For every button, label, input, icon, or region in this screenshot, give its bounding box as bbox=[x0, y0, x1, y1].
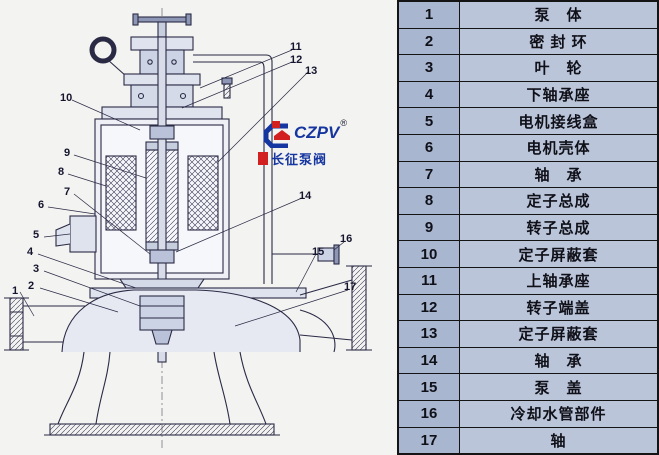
czpv-logo-icon bbox=[263, 121, 290, 148]
parts-table-row: 9 转子总成 bbox=[399, 214, 657, 242]
parts-table: 1 泵 体 2 密 封 环 3 叶 轮 4 下轴承座 5 电机接线盒 6 电机壳… bbox=[397, 0, 659, 455]
callout-4: 4 bbox=[27, 246, 34, 258]
parts-table-row: 7 轴 承 bbox=[399, 161, 657, 189]
parts-table-row: 13 定子屏蔽套 bbox=[399, 321, 657, 348]
parts-table-row: 1 泵 体 bbox=[399, 2, 657, 29]
part-name: 泵 体 bbox=[460, 2, 657, 28]
registered-trademark-symbol: ® bbox=[340, 118, 347, 128]
part-name: 电机壳体 bbox=[460, 134, 657, 161]
parts-table-row: 2 密 封 环 bbox=[399, 28, 657, 56]
parts-table-row: 15 泵 盖 bbox=[399, 374, 657, 401]
part-name: 轴 承 bbox=[460, 161, 657, 188]
part-number: 13 bbox=[399, 321, 460, 347]
parts-table-row: 5 电机接线盒 bbox=[399, 108, 657, 135]
callout-12: 12 bbox=[290, 54, 303, 66]
callout-15: 15 bbox=[312, 246, 325, 258]
part-number: 9 bbox=[399, 214, 460, 241]
callout-14: 14 bbox=[299, 190, 312, 202]
logo-chinese-name: 长征泵阀 bbox=[271, 152, 328, 167]
part-name: 转子端盖 bbox=[460, 294, 657, 321]
part-number: 10 bbox=[399, 241, 460, 267]
part-name: 转子总成 bbox=[460, 214, 657, 241]
part-number: 8 bbox=[399, 188, 460, 214]
callout-5: 5 bbox=[33, 229, 40, 241]
parts-table-row: 3 叶 轮 bbox=[399, 55, 657, 82]
parts-table-row: 14 轴 承 bbox=[399, 347, 657, 375]
part-number: 14 bbox=[399, 347, 460, 374]
part-number: 5 bbox=[399, 108, 460, 134]
part-name: 轴 bbox=[460, 427, 657, 454]
parts-table-row: 8 定子总成 bbox=[399, 188, 657, 215]
part-number: 1 bbox=[399, 2, 460, 28]
part-name: 冷却水管部件 bbox=[460, 400, 657, 427]
logo-bottom-row: 长征泵阀 bbox=[258, 149, 348, 168]
pump-diagram: 1 2 3 4 5 6 7 8 9 10 11 12 13 14 15 16 1… bbox=[4, 8, 372, 448]
part-name: 上轴承座 bbox=[460, 267, 657, 294]
part-number: 3 bbox=[399, 55, 460, 81]
parts-table-row: 6 电机壳体 bbox=[399, 134, 657, 162]
part-name: 下轴承座 bbox=[460, 81, 657, 108]
red-seal-stamp bbox=[258, 152, 268, 165]
part-name: 定子屏蔽套 bbox=[460, 241, 657, 267]
part-name: 泵 盖 bbox=[460, 374, 657, 400]
callout-7: 7 bbox=[64, 186, 71, 198]
part-number: 17 bbox=[399, 427, 460, 454]
pump-cross-section-drawing bbox=[4, 8, 372, 448]
part-number: 15 bbox=[399, 374, 460, 400]
callout-13: 13 bbox=[305, 65, 318, 77]
parts-table-row: 16 冷却水管部件 bbox=[399, 400, 657, 428]
part-number: 4 bbox=[399, 81, 460, 108]
parts-table-row: 10 定子屏蔽套 bbox=[399, 241, 657, 268]
part-name: 定子屏蔽套 bbox=[460, 321, 657, 347]
part-number: 11 bbox=[399, 267, 460, 294]
callout-10: 10 bbox=[60, 92, 73, 104]
part-number: 6 bbox=[399, 134, 460, 161]
part-number: 7 bbox=[399, 161, 460, 188]
callout-6: 6 bbox=[38, 199, 45, 211]
callout-1: 1 bbox=[12, 285, 19, 297]
callout-11: 11 bbox=[290, 41, 302, 53]
logo-brand-text: CZPV bbox=[294, 123, 340, 142]
callout-2: 2 bbox=[28, 280, 35, 292]
parts-table-row: 4 下轴承座 bbox=[399, 81, 657, 109]
callout-17: 17 bbox=[344, 281, 357, 293]
callout-16: 16 bbox=[340, 233, 353, 245]
logo-top-row: CZPV ® bbox=[258, 118, 348, 148]
part-number: 12 bbox=[399, 294, 460, 321]
part-name: 电机接线盒 bbox=[460, 108, 657, 134]
part-number: 16 bbox=[399, 400, 460, 427]
part-name: 密 封 环 bbox=[460, 28, 657, 55]
parts-table-row: 17 轴 bbox=[399, 427, 657, 454]
parts-table-row: 12 转子端盖 bbox=[399, 294, 657, 322]
callout-3: 3 bbox=[33, 263, 40, 275]
callout-8: 8 bbox=[58, 166, 65, 178]
parts-table-row: 11 上轴承座 bbox=[399, 267, 657, 295]
part-name: 定子总成 bbox=[460, 188, 657, 214]
part-number: 2 bbox=[399, 28, 460, 55]
part-name: 叶 轮 bbox=[460, 55, 657, 81]
brand-logo: CZPV ® 长征泵阀 bbox=[258, 118, 348, 168]
callout-9: 9 bbox=[64, 147, 71, 159]
part-name: 轴 承 bbox=[460, 347, 657, 374]
